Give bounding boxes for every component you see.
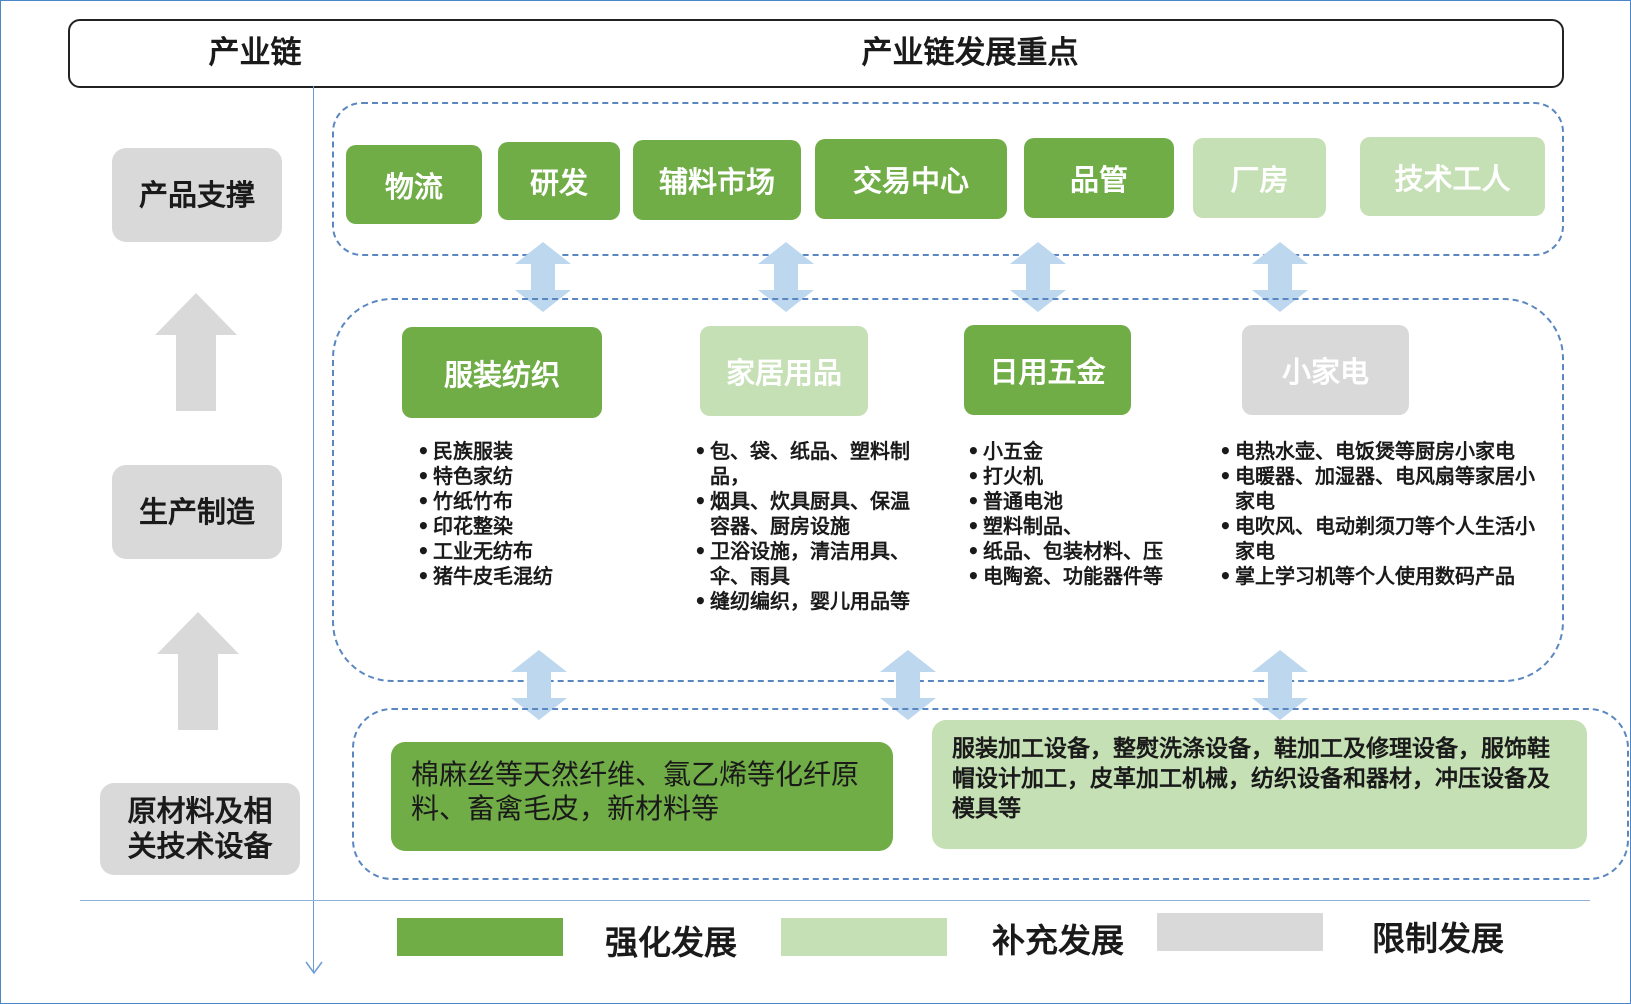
double-arrow-icon	[515, 242, 571, 312]
legend-swatch-strong	[397, 918, 563, 956]
list-item: 卫浴设施，清洁用具、伞、雨具	[694, 539, 914, 589]
double-arrow-icon	[1010, 242, 1066, 312]
support-group	[332, 102, 1564, 256]
list-item: 普通电池	[967, 489, 1187, 514]
header-left-title: 产业链	[208, 35, 302, 71]
legend-label-supplement: 补充发展	[992, 921, 1124, 960]
list-item: 小五金	[967, 439, 1187, 464]
hardware-item-list: 小五金 打火机 普通电池 塑料制品、 纸品、包装材料、压 电陶瓷、功能器件等	[967, 439, 1187, 589]
list-item: 猪牛皮毛混纺	[417, 564, 637, 589]
category-home-goods: 家居用品	[700, 326, 868, 416]
category-apparel-textile: 服装纺织	[402, 327, 602, 418]
chip-accessories-market: 辅料市场	[633, 140, 801, 220]
list-item: 打火机	[967, 464, 1187, 489]
list-item: 包、袋、纸品、塑料制品，	[694, 439, 914, 489]
list-item: 烟具、炊具厨具、保温容器、厨房设施	[694, 489, 914, 539]
double-arrow-icon	[511, 650, 567, 720]
category-hardware: 日用五金	[964, 325, 1131, 415]
chip-logistics: 物流	[346, 145, 482, 224]
category-small-appliances: 小家电	[1242, 325, 1409, 415]
legend-swatch-limit	[1157, 913, 1323, 951]
list-item: 民族服装	[417, 439, 637, 464]
list-item: 电吹风、电动剃须刀等个人生活小家电	[1219, 514, 1539, 564]
list-item: 竹纸竹布	[417, 489, 637, 514]
legend-swatch-supplement	[781, 918, 947, 956]
legend-label-strong: 强化发展	[605, 923, 737, 962]
level-product-support: 产品支撑	[112, 148, 282, 242]
horizontal-divider	[80, 900, 1590, 901]
header-bar: 产业链 产业链发展重点	[68, 19, 1564, 88]
home-goods-item-list: 包、袋、纸品、塑料制品， 烟具、炊具厨具、保温容器、厨房设施 卫浴设施，清洁用具…	[694, 439, 914, 614]
list-item: 印花整染	[417, 514, 637, 539]
apparel-item-list: 民族服装 特色家纺 竹纸竹布 印花整染 工业无纺布 猪牛皮毛混纺	[417, 439, 637, 589]
double-arrow-icon	[880, 650, 936, 720]
appliances-item-list: 电热水壶、电饭煲等厨房小家电 电暖器、加湿器、电风扇等家居小家电 电吹风、电动剃…	[1219, 439, 1539, 589]
list-item: 电陶瓷、功能器件等	[967, 564, 1187, 589]
axis-arrow-icon	[305, 961, 323, 975]
level-raw-materials: 原材料及相关技术设备	[100, 783, 300, 875]
vertical-axis	[313, 86, 314, 972]
list-item: 电热水壶、电饭煲等厨房小家电	[1219, 439, 1539, 464]
list-item: 塑料制品、	[967, 514, 1187, 539]
double-arrow-icon	[1252, 650, 1308, 720]
equipment-box: 服装加工设备，整熨洗涤设备，鞋加工及修理设备，服饰鞋帽设计加工，皮革加工机械，纺…	[932, 720, 1587, 849]
level-manufacturing: 生产制造	[112, 465, 282, 559]
chip-rnd: 研发	[498, 142, 620, 220]
up-arrow-icon	[155, 293, 237, 411]
list-item: 电暖器、加湿器、电风扇等家居小家电	[1219, 464, 1539, 514]
list-item: 工业无纺布	[417, 539, 637, 564]
double-arrow-icon	[1252, 242, 1308, 312]
list-item: 掌上学习机等个人使用数码产品	[1219, 564, 1539, 589]
header-right-title: 产业链发展重点	[861, 35, 1079, 71]
list-item: 纸品、包装材料、压	[967, 539, 1187, 564]
raw-materials-group	[352, 708, 1629, 880]
list-item: 缝纫编织，婴儿用品等	[694, 589, 914, 614]
chip-trade-center: 交易中心	[815, 139, 1007, 219]
list-item: 特色家纺	[417, 464, 637, 489]
up-arrow-icon	[157, 612, 239, 730]
chip-skilled-workers: 技术工人	[1360, 137, 1545, 216]
chip-factory-building: 厂房	[1193, 138, 1326, 218]
double-arrow-icon	[758, 242, 814, 312]
manufacturing-group	[332, 298, 1564, 682]
legend-label-limit: 限制发展	[1372, 919, 1504, 958]
raw-materials-box: 棉麻丝等天然纤维、氯乙烯等化纤原料、畜禽毛皮，新材料等	[391, 742, 893, 851]
chip-quality-control: 品管	[1024, 138, 1174, 218]
